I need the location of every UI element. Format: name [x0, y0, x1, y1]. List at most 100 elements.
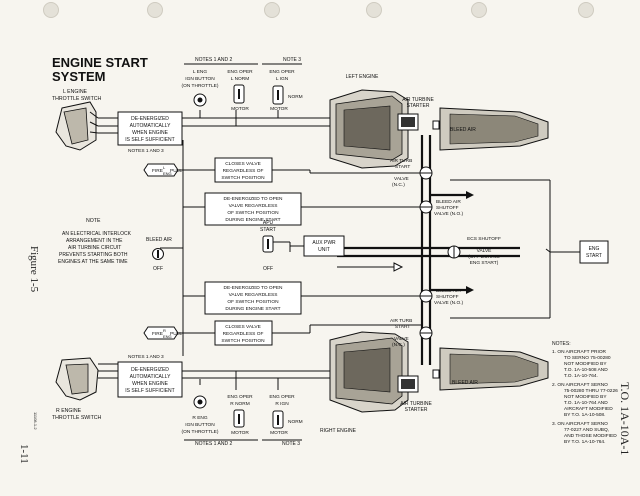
eng-oper-l-ign-2: L IGN [276, 76, 289, 82]
closes-bot-3: SWITCH POSITION [221, 338, 265, 344]
eng-oper-r-2: R NORM [230, 401, 249, 407]
eng-oper-r-ign-2: R IGN [275, 401, 289, 407]
note-3-line-1: 3. ON AIRCRAFT SERNO [552, 421, 608, 427]
air-turbine-starter-top-1: AIR TURBINE [402, 97, 434, 103]
binder-hole [43, 2, 59, 18]
eng-oper-l-ign-1: ENG OPER [269, 69, 295, 75]
interlock-line-5: ENGINES AT THE SAME TIME [58, 259, 128, 265]
fire-label-l: FIRE [152, 168, 163, 174]
eng-oper-r-ign-1: ENG OPER [269, 394, 295, 400]
fire-r-pull: PULL [170, 331, 182, 337]
bleed-shutoff-top-2: SHUTOFF [436, 205, 459, 211]
aux-pwr-box: AUX PWR UNIT [303, 235, 345, 257]
left-engine [329, 89, 549, 169]
notes-1-3-bot: NOTES 1 AND 3 [128, 354, 164, 360]
closes-valve-box-bot: CLOSES VALVE REGARDLESS OF SWITCH POSITI… [214, 320, 273, 346]
notes-1-2-top: NOTES 1 AND 2 [195, 57, 232, 63]
note-2-line-6: BY T.O. 1A-10-508. [564, 412, 605, 418]
r-eng-ign-1: R ENG [192, 415, 207, 421]
deenergized-top-3: WHEN ENGINE [132, 130, 169, 136]
bleed-shutoff-bot-1: BLEED AIR [436, 288, 461, 294]
aux-pwr-1: AUX PWR [312, 240, 336, 246]
note-1-line-4: T.O. 1A-10-508 AND [564, 367, 608, 373]
fire-r-eng: ENG [163, 334, 172, 339]
note-label: NOTE [86, 218, 101, 224]
r-ign-switch[interactable] [272, 410, 284, 429]
eng-start-1: ENG [589, 246, 600, 252]
l-fire-handle[interactable]: FIRE L ENG PULL [143, 163, 182, 177]
apu-start-1: APU [263, 220, 274, 226]
bleed-air-off-label: OFF [153, 266, 163, 272]
air-turb-start-valve-bot [419, 326, 433, 340]
r-throttle-label-1: R ENGINE [56, 408, 82, 414]
note-2-line-3: NOT MODIFIED BY [564, 394, 607, 400]
ecs-shutoff-2: VALVE [477, 248, 492, 254]
l-eng-ign-2: IGN BUTTON [185, 76, 215, 82]
fire-l-pull: PULL [170, 168, 182, 174]
apu-off-label: OFF [263, 266, 273, 272]
interlock-line-1: AN ELECTRICAL INTERLOCK [62, 231, 132, 237]
bleed-air-switch[interactable] [152, 248, 164, 260]
l-throttle-switch[interactable] [55, 101, 99, 151]
deenergized-box-top: DE-ENERGIZED AUTOMATICALLY WHEN ENGINE I… [117, 111, 183, 146]
note-2: 2. ON AIRCRAFT SERNO 75-00280 THRU 77-02… [552, 382, 618, 418]
interlock-line-2: ARRANGEMENT IN THE [66, 238, 123, 244]
binder-hole [147, 2, 163, 18]
note-2-line-1: 2. ON AIRCRAFT SERNO [552, 382, 608, 388]
r-motor-label-2: MOTOR [270, 430, 288, 436]
binder-hole [578, 2, 594, 18]
deopen-bot-3: OF SWITCH POSITION [227, 299, 279, 305]
note-3-line-4: BY T.O. 1A-10-764. [564, 439, 605, 445]
ecs-shutoff-1: ECS SHUTOFF [467, 236, 501, 242]
start-valve-top-3: VALVE [394, 176, 409, 182]
start-valve-top-2: START [395, 164, 410, 170]
fire-label-r: FIRE [152, 331, 163, 337]
l-eng-oper-switch[interactable] [233, 84, 245, 104]
deopen-top-2: VALVE REGARDLESS [229, 203, 278, 209]
eng-start-box: ENG START [579, 240, 609, 264]
note-1-line-2: TO SERNO 75-00280 [564, 355, 611, 361]
eng-oper-r-1: ENG OPER [227, 394, 253, 400]
l-ign-switch[interactable] [272, 85, 284, 105]
closes-top-1: CLOSES VALVE [225, 161, 261, 167]
note-2-line-4: T.O. 1A-10-764 AND [564, 400, 608, 406]
start-valve-bot-1: AIR TURB [390, 318, 412, 324]
deenergized-bot-1: DE-ENERGIZED [131, 367, 169, 373]
note-1-line-3: NOT MODIFIED BY [564, 361, 607, 367]
title-line-1: ENGINE START [52, 55, 148, 70]
l-eng-ign-3: (ON THROTTLE) [182, 83, 219, 89]
l-throttle-label-1: L ENGINE [63, 89, 88, 95]
binder-holes [0, 0, 640, 20]
l-ign-button[interactable] [193, 93, 207, 107]
right-engine-label: RIGHT ENGINE [320, 428, 357, 434]
fire-l-side: L [163, 165, 166, 170]
air-turb-start-valve-top [419, 166, 433, 180]
check-valves [337, 191, 474, 294]
closes-top-3: SWITCH POSITION [221, 175, 265, 181]
start-valve-bot-4: (N.C.) [392, 342, 405, 348]
ecs-shutoff-valve [447, 245, 461, 259]
deenergized-open-box-bot: DE-ENERGIZED TO OPEN VALVE REGARDLESS OF… [204, 281, 302, 315]
interlock-line-3: AIR TURBINE CIRCUIT [68, 245, 121, 251]
aux-pwr-2: UNIT [318, 247, 330, 253]
r-throttle-switch[interactable] [55, 357, 99, 401]
r-eng-oper-switch[interactable] [233, 409, 245, 428]
deenergized-top-1: DE-ENERGIZED [131, 116, 169, 122]
deopen-bot-4: DURING ENGINE START [225, 306, 280, 312]
note-3-line-3: AND THOSE MODIFIED [564, 433, 617, 439]
r-ign-button[interactable] [193, 395, 207, 409]
l-throttle-label-2: THROTTLE SWITCH [52, 96, 102, 102]
l-motor-label: MOTOR [231, 106, 249, 112]
deopen-bot-2: VALVE REGARDLESS [229, 292, 278, 298]
r-fire-handle[interactable]: FIRE R ENG PULL [143, 326, 182, 340]
eng-oper-l-2: L NORM [231, 76, 249, 82]
fire-l-eng: ENG [163, 171, 172, 176]
right-engine [329, 331, 549, 413]
apu-start-switch[interactable] [262, 235, 274, 253]
air-turbine-starter-bot-1: AIR TURBINE [400, 401, 432, 407]
r-motor-label: MOTOR [231, 430, 249, 436]
deopen-top-1: DE-ENERGIZED TO OPEN [224, 196, 284, 202]
l-norm-label: NORM [288, 94, 303, 100]
